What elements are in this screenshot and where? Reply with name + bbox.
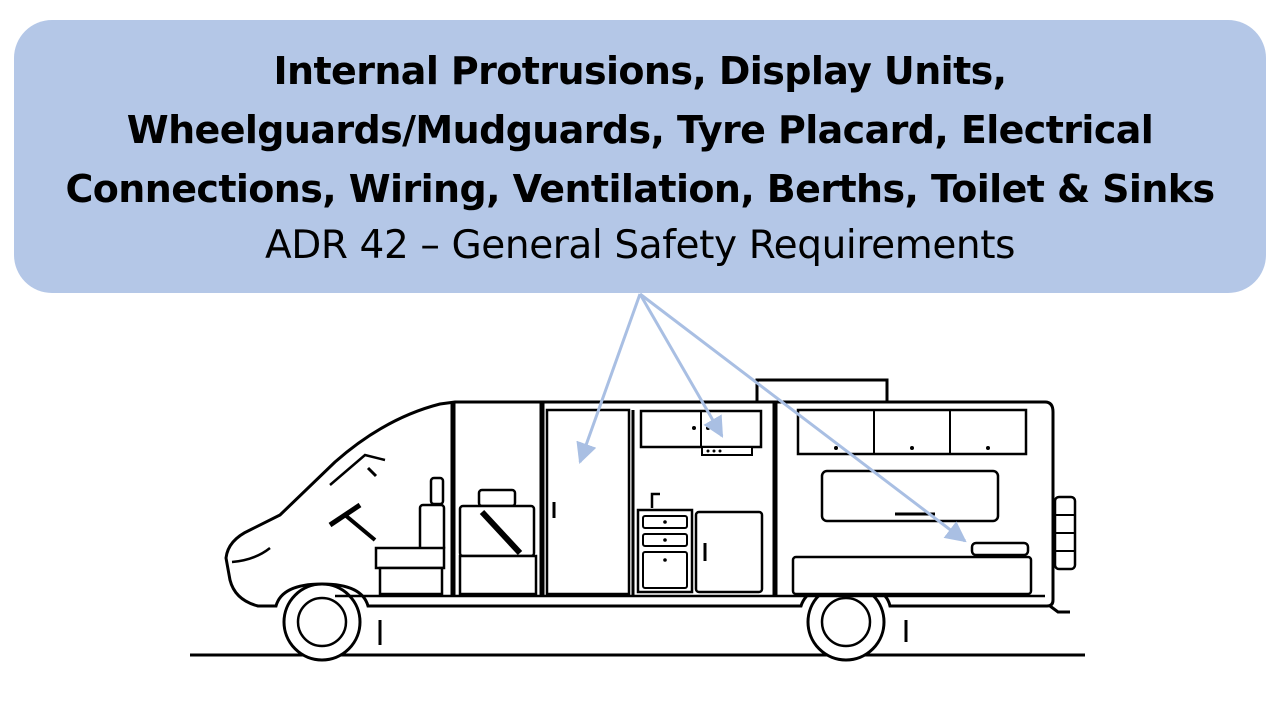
callout-box: Internal Protrusions, Display Units, Whe… bbox=[14, 20, 1266, 293]
passenger-seat bbox=[458, 488, 538, 596]
kitchen-drawers bbox=[636, 508, 694, 594]
fridge bbox=[694, 510, 764, 594]
windscreen bbox=[329, 453, 386, 486]
kitchen-overhead-cupboards bbox=[639, 409, 763, 456]
driver-seat bbox=[374, 476, 446, 596]
arrow-to-display-unit bbox=[638, 293, 724, 438]
pointer-arrows bbox=[576, 292, 967, 543]
rear-window bbox=[820, 469, 1000, 523]
front-wheel bbox=[282, 582, 362, 662]
rear-ladder bbox=[1053, 495, 1077, 571]
mirror bbox=[366, 466, 378, 478]
callout-heading: Internal Protrusions, Display Units, Whe… bbox=[54, 42, 1226, 219]
arrow-to-toilet-door bbox=[576, 293, 642, 464]
sink-tap bbox=[650, 492, 660, 508]
steering-column bbox=[343, 513, 377, 542]
heading-line-2: Wheelguards/Mudguards, Tyre Placard, Ele… bbox=[126, 108, 1154, 152]
van-nose-curve bbox=[231, 547, 271, 564]
berth bbox=[791, 541, 1033, 596]
roof-box bbox=[755, 378, 889, 404]
tow-hitch bbox=[1049, 604, 1070, 614]
heading-line-3: Connections, Wiring, Ventilation, Berths… bbox=[65, 167, 1216, 211]
arrow-to-berth bbox=[639, 292, 967, 543]
heading-line-1: Internal Protrusions, Display Units, bbox=[273, 49, 1007, 93]
callout-subtitle: ADR 42 – General Safety Requirements bbox=[264, 223, 1016, 268]
rear-overhead-cupboards bbox=[796, 408, 1028, 456]
